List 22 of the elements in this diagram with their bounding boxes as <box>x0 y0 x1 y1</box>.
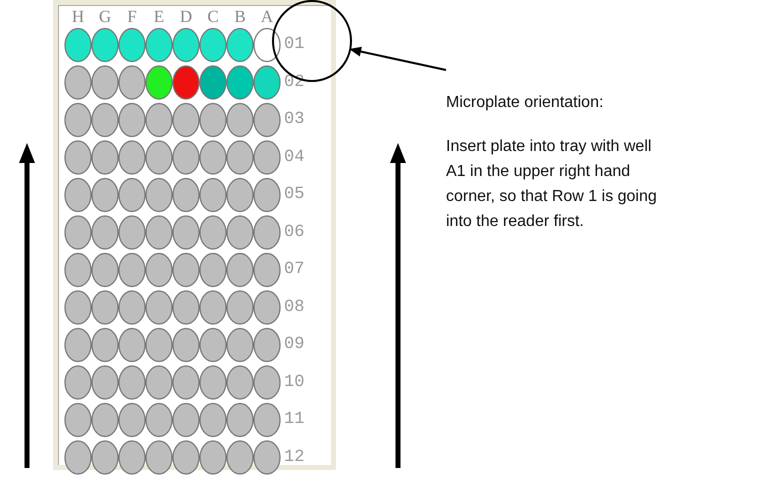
row-label: 11 <box>284 410 304 430</box>
instruction-text: Insert plate into tray with well A1 in the upper right hand corner, so that Row 1 is going into the reader first. <box>446 137 658 232</box>
row-label: 06 <box>284 222 304 242</box>
column-label: D <box>178 7 194 27</box>
column-label: F <box>126 7 138 27</box>
arrow <box>349 46 446 71</box>
column-label: H <box>70 7 86 27</box>
row-label: 05 <box>284 185 304 205</box>
heading-text: Microplate orientation: <box>446 94 604 112</box>
row-label: 12 <box>284 448 304 468</box>
row-label: 07 <box>284 260 304 280</box>
row-label: 04 <box>284 148 304 168</box>
column-label: E <box>152 7 166 27</box>
row-label: 01 <box>284 35 304 55</box>
column-label: C <box>206 7 220 27</box>
column-label: A <box>260 7 274 27</box>
row-label: 08 <box>284 298 304 318</box>
row-label: 09 <box>284 335 304 355</box>
row-label: 10 <box>284 372 304 392</box>
column-label: B <box>233 7 247 27</box>
column-label: G <box>98 7 112 27</box>
row-label: 03 <box>284 110 304 130</box>
